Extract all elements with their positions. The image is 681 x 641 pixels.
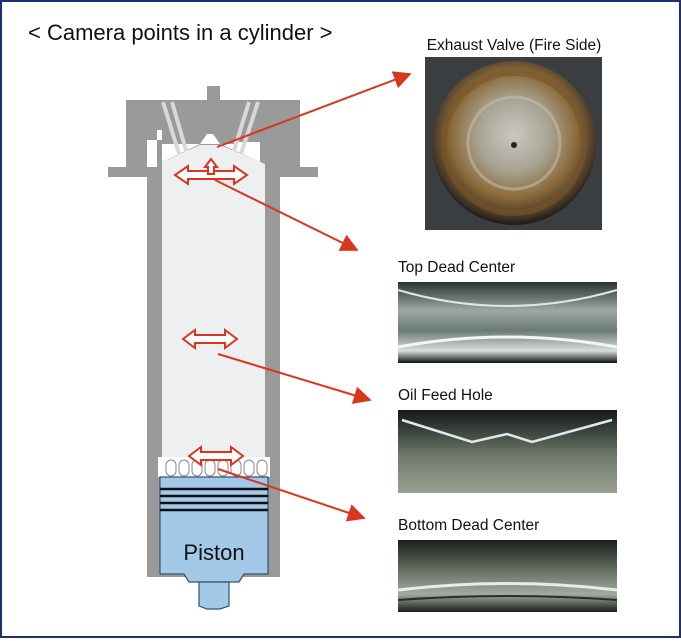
pointer-arrow-oil-feed-hole [217, 353, 372, 404]
camera-marker-top [173, 157, 249, 186]
pointer-arrow-top-dead-center [214, 179, 359, 251]
pointer-arrow-exhaust-valve [216, 71, 412, 148]
photo-oil-feed-hole [398, 410, 617, 493]
diagram-title: < Camera points in a cylinder > [28, 20, 333, 45]
pointer-arrow-bottom-dead-center [217, 468, 366, 522]
photo-bottom-dead-center [397, 540, 618, 612]
caption-top-dead-center: Top Dead Center [398, 259, 515, 276]
photo-top-dead-center [397, 282, 618, 363]
piston-ring-tops [158, 457, 270, 477]
camera-marker-middle [181, 328, 239, 350]
cylinder-bore [162, 145, 265, 457]
piston-label: Piston [183, 540, 244, 565]
camera-marker-bottom [187, 445, 245, 467]
caption-exhaust-valve: Exhaust Valve (Fire Side) [427, 37, 602, 54]
photo-exhaust-valve [425, 57, 602, 230]
piston: Piston [147, 476, 280, 610]
caption-oil-feed-hole: Oil Feed Hole [398, 387, 493, 404]
caption-bottom-dead-center: Bottom Dead Center [398, 517, 539, 534]
